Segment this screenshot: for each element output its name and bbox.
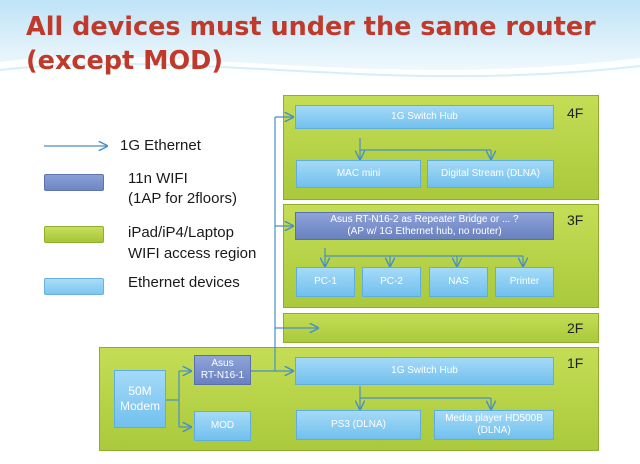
floor-3f-label: 3F bbox=[567, 212, 584, 228]
device-media-player: Media player HD500B (DLNA) bbox=[434, 410, 554, 440]
device-mod: MOD bbox=[194, 411, 251, 441]
device-pc-1: PC-1 bbox=[296, 267, 355, 297]
switch-hub-1f: 1G Switch Hub bbox=[295, 357, 554, 385]
device-mac-mini: MAC mini bbox=[296, 160, 421, 188]
legend-ethernet-device-swatch bbox=[44, 278, 104, 295]
router-label-2: RT-N16-1 bbox=[200, 370, 245, 381]
floor-1f-label: 1F bbox=[567, 355, 584, 371]
media-player-label-2: (DLNA) bbox=[477, 425, 511, 436]
legend-wifi-swatch bbox=[44, 174, 104, 191]
device-nas: NAS bbox=[429, 267, 488, 297]
floor-2f-label: 2F bbox=[567, 320, 584, 336]
modem-label-1: 50M bbox=[128, 384, 152, 398]
legend-wifi-label-1: 11n WIFI bbox=[128, 170, 188, 187]
legend-wifi-label-2: (1AP for 2floors) bbox=[128, 190, 237, 207]
floor-4f-label: 4F bbox=[567, 105, 584, 121]
device-digital-stream: Digital Stream (DLNA) bbox=[427, 160, 554, 188]
repeater-bridge-line-2: (AP w/ 1G Ethernet hub, no router) bbox=[347, 226, 502, 237]
title-line-2: (except MOD) bbox=[26, 46, 224, 76]
legend-region-label-2: WIFI access region bbox=[128, 245, 257, 262]
legend-region-label-1: iPad/iP4/Laptop bbox=[128, 224, 234, 241]
modem-label-2: Modem bbox=[119, 399, 160, 413]
switch-hub-4f: 1G Switch Hub bbox=[295, 105, 554, 129]
router-label-1: Asus bbox=[211, 358, 234, 369]
repeater-bridge-line-1: Asus RT-N16-2 as Repeater Bridge or ... … bbox=[330, 214, 519, 225]
title-line-1: All devices must under the same router bbox=[26, 12, 596, 42]
page-title: All devices must under the same router (… bbox=[26, 10, 626, 78]
floor-2f-region bbox=[283, 313, 599, 343]
media-player-label-1: Media player HD500B bbox=[445, 413, 543, 424]
legend-region-swatch bbox=[44, 226, 104, 243]
router-rt-n16-1: Asus RT-N16-1 bbox=[194, 355, 251, 385]
repeater-bridge-3f: Asus RT-N16-2 as Repeater Bridge or ... … bbox=[295, 212, 554, 240]
device-ps3: PS3 (DLNA) bbox=[296, 410, 421, 440]
legend-devices-label: Ethernet devices bbox=[128, 274, 240, 291]
device-printer: Printer bbox=[495, 267, 554, 297]
device-pc-2: PC-2 bbox=[362, 267, 421, 297]
legend-ethernet-label: 1G Ethernet bbox=[120, 137, 201, 154]
modem-50m: 50M Modem bbox=[114, 370, 166, 428]
